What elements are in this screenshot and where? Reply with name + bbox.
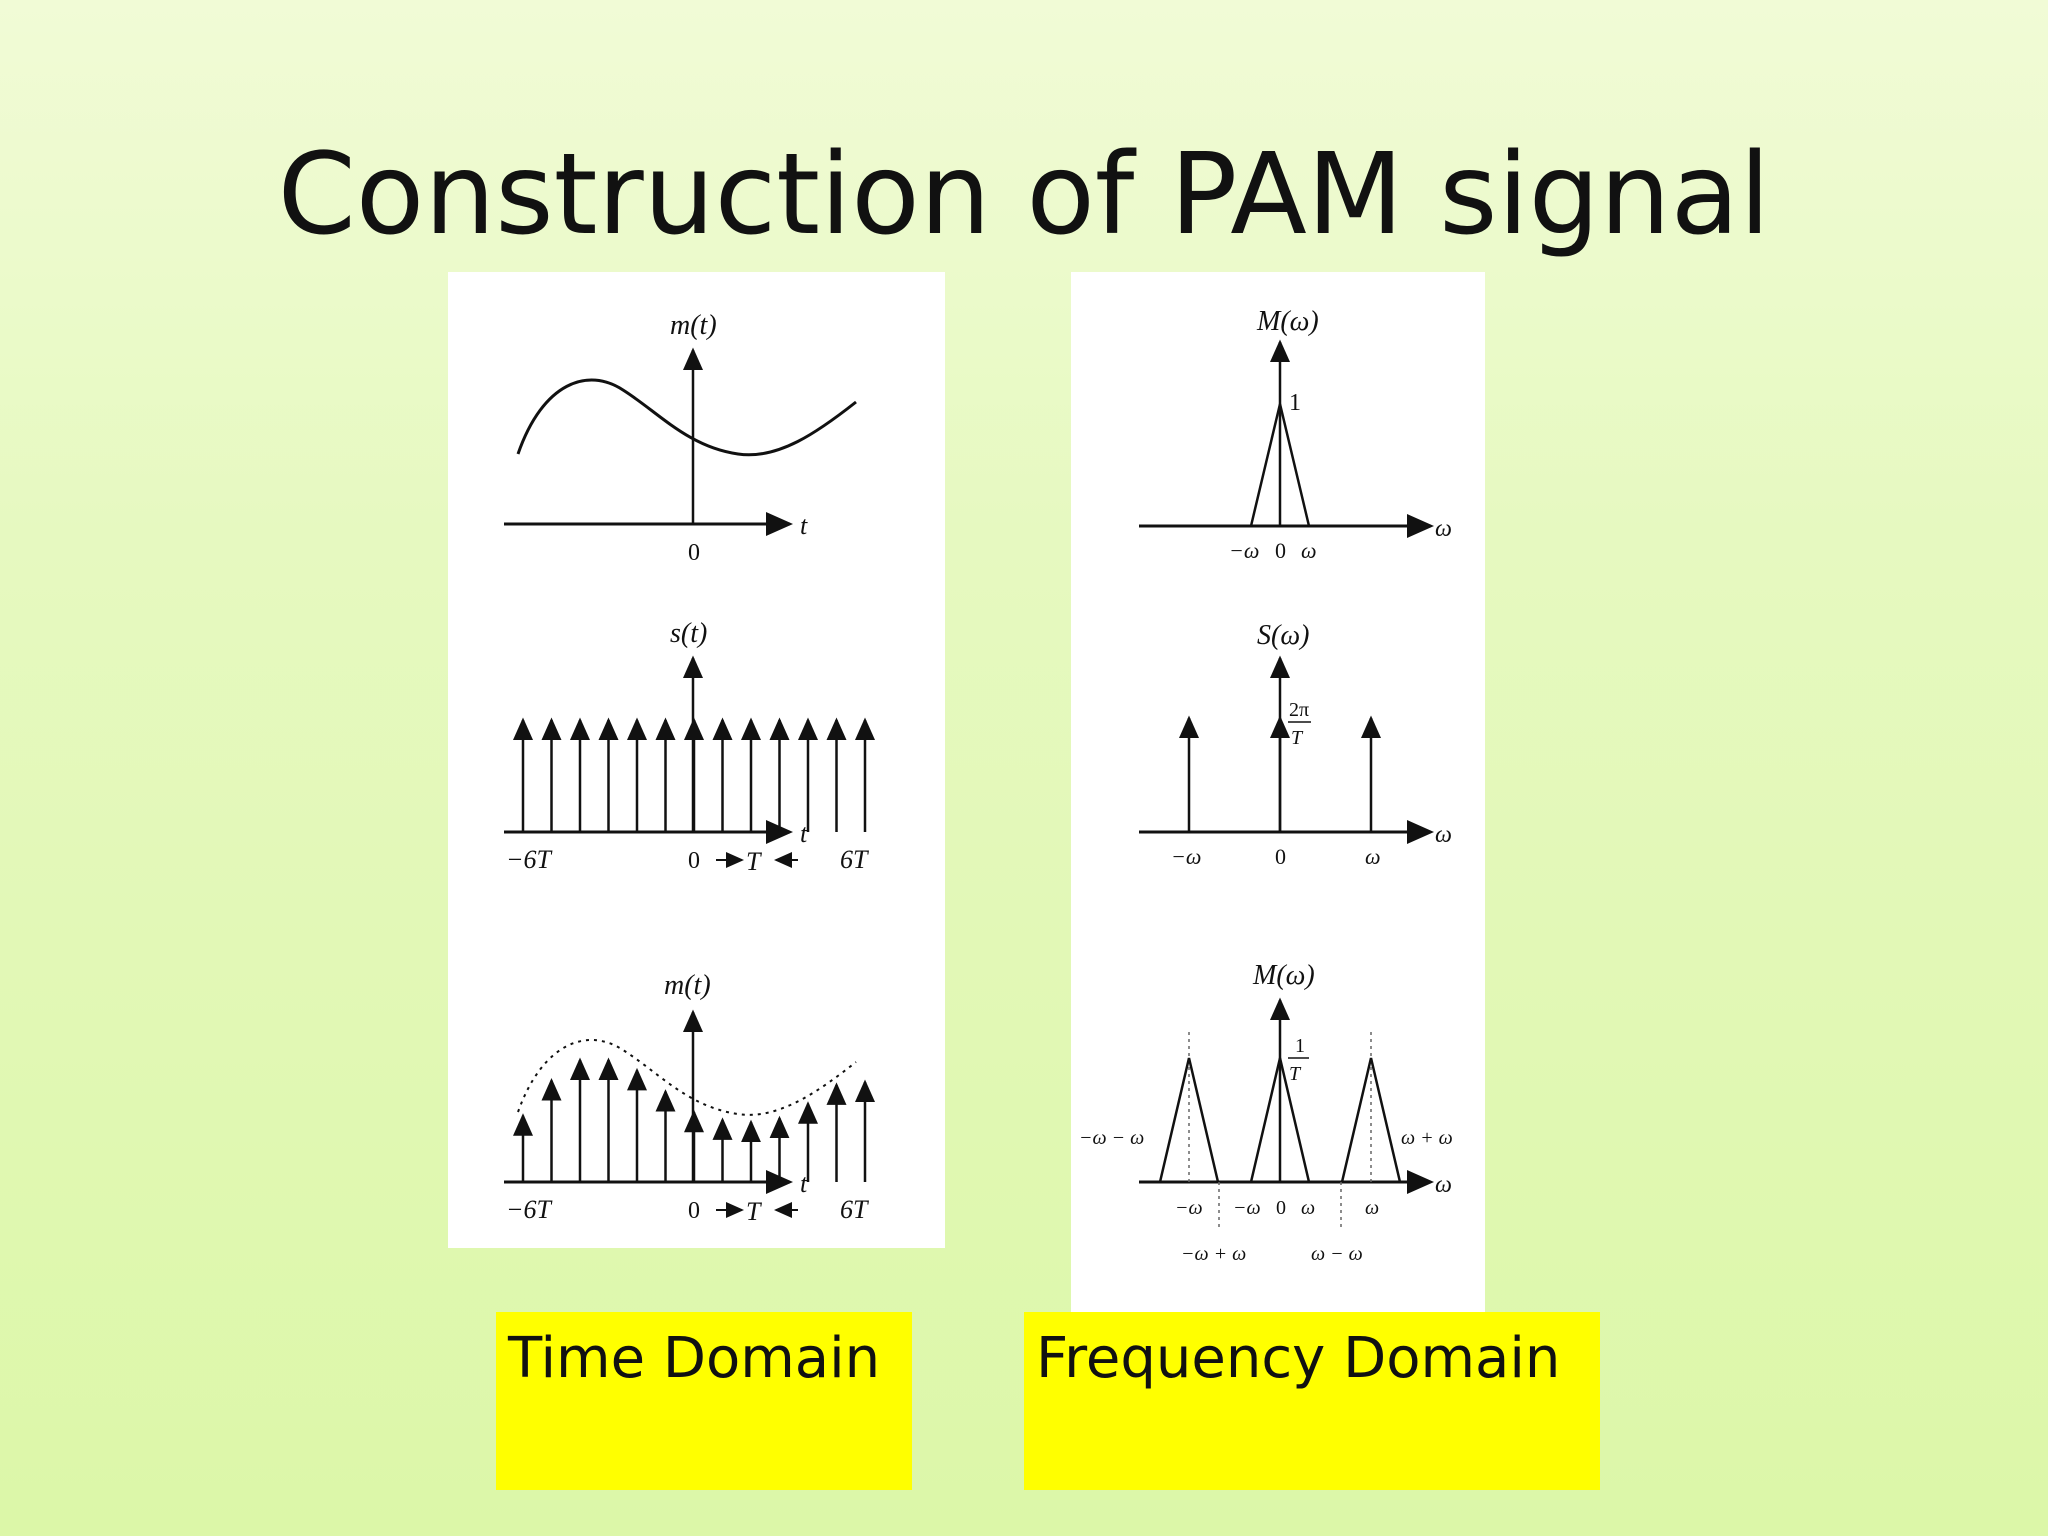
origin-label-2: 0 (688, 848, 700, 874)
frequency-domain-panel: M(ω) 1 ω −ω 0 ω S(ω) 2π T ω −ω 0 ω (1071, 272, 1485, 1312)
t-label-2: t (800, 819, 808, 848)
neg-6ts-label: −6T (506, 845, 553, 874)
message-spectrum-plot: M(ω) 1 ω −ω 0 ω (1139, 306, 1452, 563)
peak-label: 1 (1289, 390, 1301, 416)
replica-center (1249, 1057, 1311, 1183)
m-t-label: m(t) (670, 310, 717, 341)
tick-neg-wm: −ω (1233, 1197, 1261, 1219)
ts-spacing-label-3: T (746, 1197, 762, 1226)
frequency-domain-diagram: M(ω) 1 ω −ω 0 ω S(ω) 2π T ω −ω 0 ω (1079, 306, 1453, 1265)
M-w-label: M(ω) (1256, 306, 1319, 337)
origin-label: 0 (688, 540, 700, 566)
message-signal-plot: m(t) t 0 (504, 310, 857, 566)
frequency-domain-label: Frequency Domain (1024, 1312, 1600, 1490)
sampling-train-plot: s(t) t 0 −6T 6T T (504, 618, 875, 876)
zero-tick-2: 0 (1275, 844, 1286, 869)
time-domain-panel: m(t) t 0 s(t) t 0 −6T 6T T m(t) t 0 (448, 272, 945, 1248)
time-domain-label: Time Domain (496, 1312, 912, 1490)
right-band-label: ω + ω (1401, 1127, 1453, 1149)
ts-spacing-label: T (746, 847, 762, 876)
lower-left-label: −ω + ω (1181, 1243, 1246, 1265)
impulse-train (513, 717, 875, 832)
slide-title: Construction of PAM signal (277, 130, 1771, 260)
tick-zero: 0 (1276, 1197, 1286, 1219)
time-domain-diagram: m(t) t 0 s(t) t 0 −6T 6T T m(t) t 0 (504, 310, 875, 1226)
ws-tick: ω (1365, 844, 1381, 869)
w-label-3: ω (1435, 1172, 1452, 1198)
sampled-signal-plot: m(t) t 0 −6T 6T T (504, 970, 875, 1226)
pos-6ts-label: 6T (840, 845, 869, 874)
height-den-3: T (1289, 1063, 1302, 1085)
height-num-3: 1 (1295, 1035, 1305, 1057)
tick-neg-ws: −ω (1175, 1197, 1203, 1219)
wm-tick: ω (1301, 538, 1317, 563)
lower-right-label: ω − ω (1311, 1243, 1363, 1265)
t-label-3: t (800, 1169, 808, 1198)
height-num: 2π (1289, 699, 1309, 721)
pos-6ts-label-3: 6T (840, 1195, 869, 1224)
left-band-label: −ω − ω (1079, 1127, 1144, 1149)
baseband-triangle (1249, 403, 1311, 527)
neg-ws-tick: −ω (1171, 844, 1201, 869)
ms-t-label: m(t) (664, 970, 711, 1001)
message-curve (516, 378, 857, 457)
tick-wm: ω (1301, 1197, 1315, 1219)
w-label: ω (1435, 516, 1452, 542)
S-w-label: S(ω) (1257, 620, 1309, 651)
replica-right (1340, 1057, 1402, 1183)
Ms-w-label: M(ω) (1252, 960, 1315, 991)
sampled-spectrum-plot: M(ω) 1 T ω −ω − ω ω + ω −ω −ω 0 ω ω −ω +… (1079, 960, 1453, 1265)
s-t-label: s(t) (670, 618, 707, 649)
replica-left (1158, 1057, 1220, 1183)
w-label-2: ω (1435, 822, 1452, 848)
neg-6ts-label-3: −6T (506, 1195, 553, 1224)
tick-ws: ω (1365, 1197, 1379, 1219)
height-den: T (1291, 727, 1304, 749)
sampled-impulses (513, 1057, 875, 1182)
origin-label-3: 0 (688, 1198, 700, 1224)
envelope-curve (517, 1039, 857, 1116)
neg-wm-tick: −ω (1229, 538, 1259, 563)
zero-tick: 0 (1275, 538, 1286, 563)
t-label: t (800, 511, 808, 540)
sampling-spectrum-plot: S(ω) 2π T ω −ω 0 ω (1139, 620, 1452, 869)
